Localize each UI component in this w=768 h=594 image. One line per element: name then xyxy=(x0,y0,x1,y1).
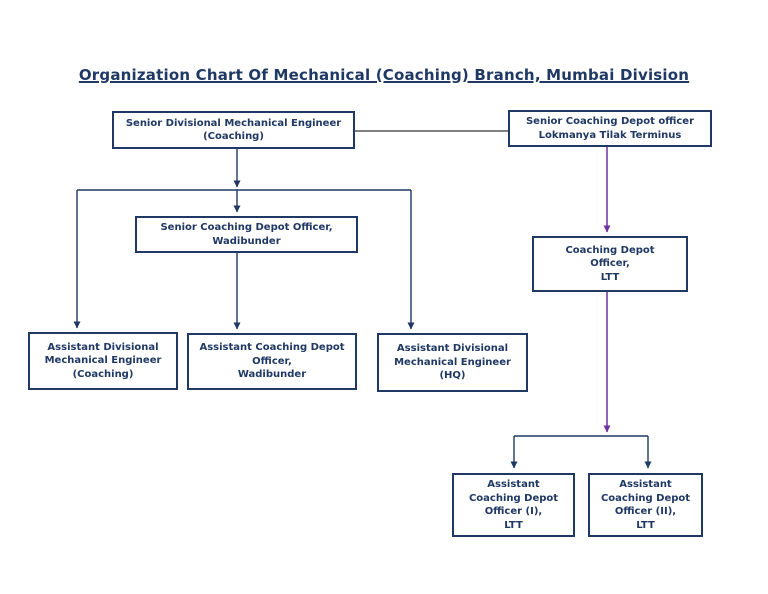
node-assistant-divisional-mechanical-engineer-coaching: Assistant Divisional Mechanical Engineer… xyxy=(28,332,178,390)
node-coaching-depot-officer-ltt: Coaching Depot Officer, LTT xyxy=(532,236,688,292)
node-assistant-divisional-mechanical-engineer-hq: Assistant Divisional Mechanical Engineer… xyxy=(377,333,528,392)
page-title: Organization Chart Of Mechanical (Coachi… xyxy=(78,66,690,84)
node-senior-coaching-depot-officer-wadibunder: Senior Coaching Depot Officer, Wadibunde… xyxy=(135,216,358,253)
node-assistant-coaching-depot-officer-2-ltt: Assistant Coaching Depot Officer (II), L… xyxy=(588,473,703,537)
node-assistant-coaching-depot-officer-wadibunder: Assistant Coaching Depot Officer, Wadibu… xyxy=(187,333,357,390)
node-senior-coaching-depot-officer-ltt: Senior Coaching Depot officer Lokmanya T… xyxy=(508,110,712,147)
node-assistant-coaching-depot-officer-1-ltt: Assistant Coaching Depot Officer (I), LT… xyxy=(452,473,575,537)
node-senior-divisional-mechanical-engineer-coaching: Senior Divisional Mechanical Engineer (C… xyxy=(112,111,355,149)
